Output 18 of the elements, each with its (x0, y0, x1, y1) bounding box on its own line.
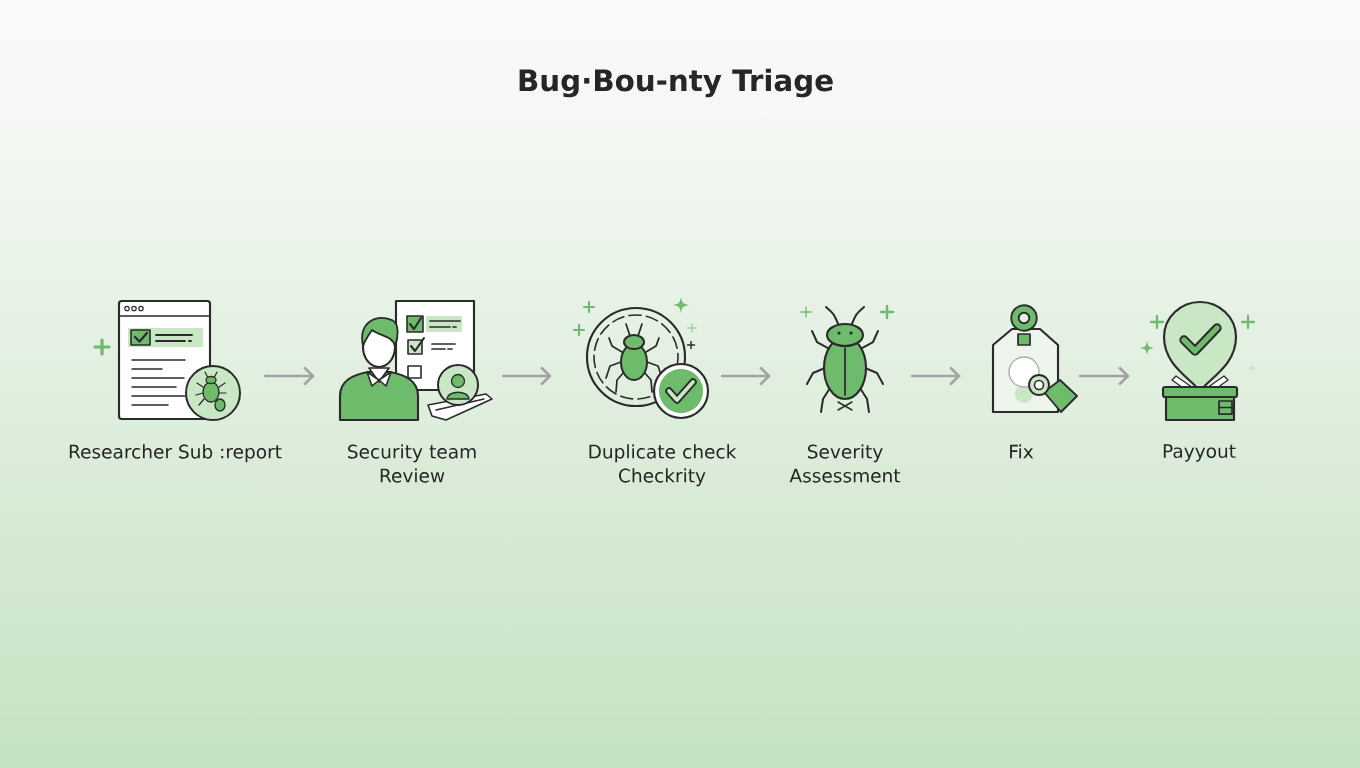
step-label: Fix (1010, 444, 1034, 459)
step-label: Duplicate check Checkrity (589, 444, 737, 487)
step-label: Security team Review (348, 444, 476, 483)
arrow (263, 366, 315, 386)
title: Bug·Bou-nty Triage (519, 68, 833, 98)
beetle-icon (800, 304, 895, 413)
step-label: Payyout (1163, 444, 1236, 462)
tag-icon (991, 304, 1078, 414)
arrow (720, 366, 771, 386)
arrow (1078, 366, 1130, 386)
step-label: Severity Assessment (789, 444, 901, 483)
step-label: Researcher Sub :report (69, 444, 282, 463)
person-checklist-icon (338, 299, 493, 422)
bug-checkmark-icon (572, 297, 710, 420)
pin-gift-box-icon (1140, 300, 1257, 422)
document-bug-icon (93, 299, 241, 421)
arrow (910, 366, 961, 386)
arrow (501, 366, 552, 386)
